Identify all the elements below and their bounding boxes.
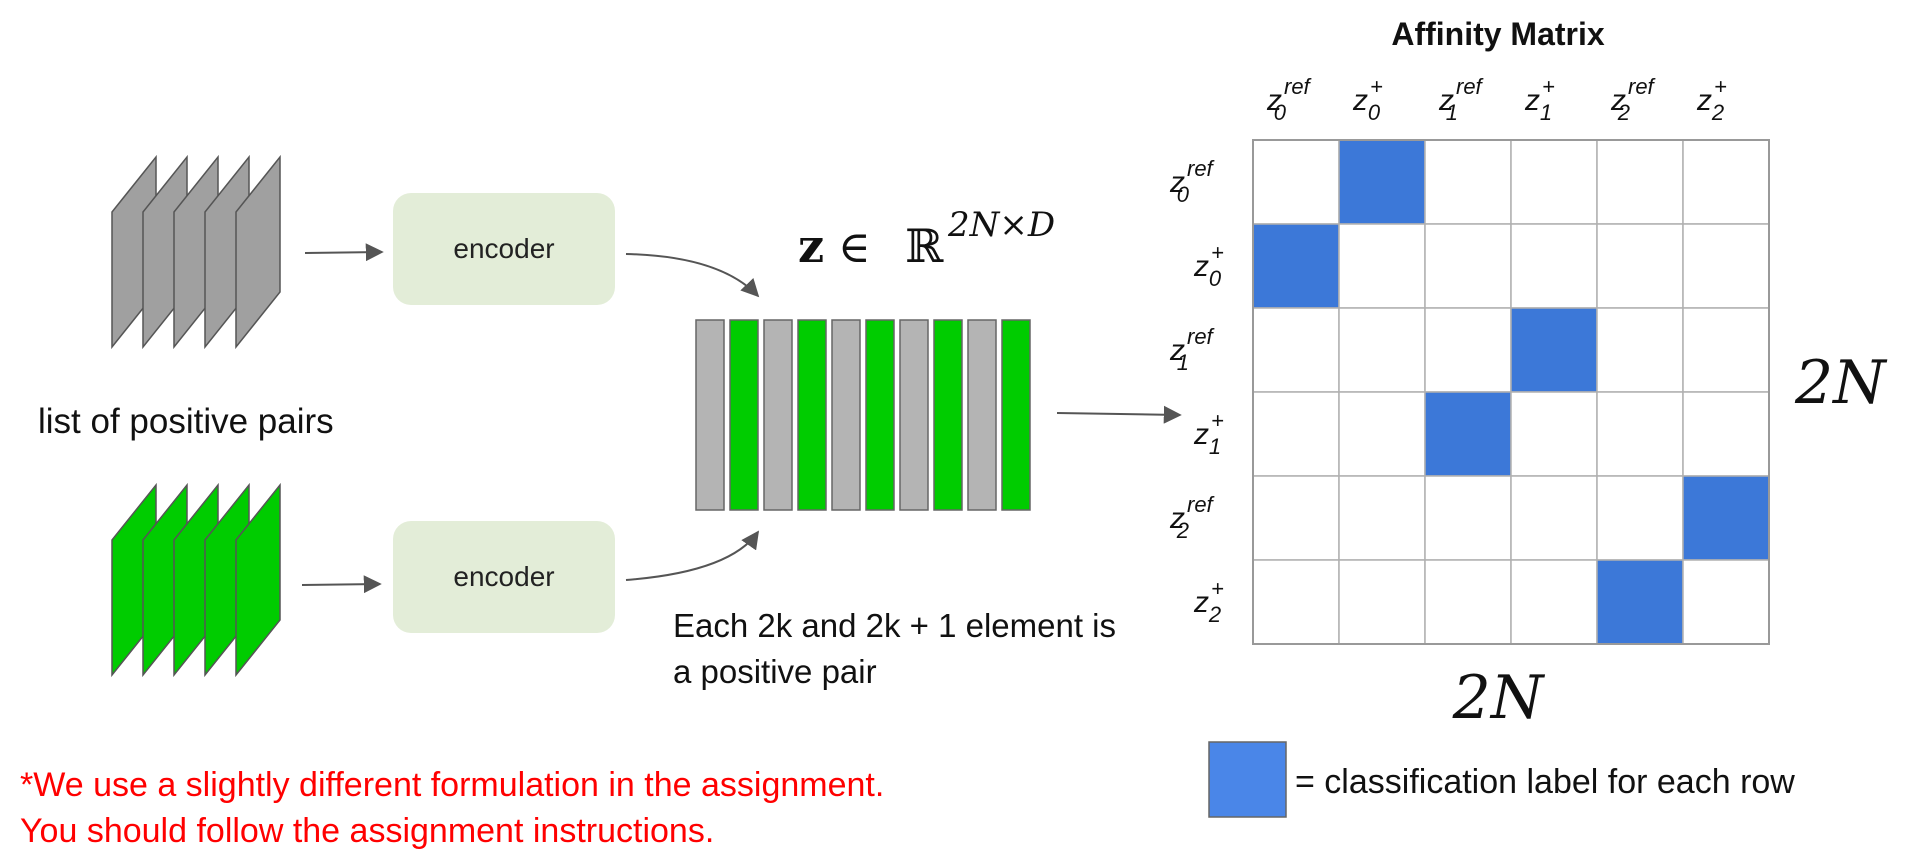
arrow-encoder-top-to-embedding (625, 253, 760, 298)
formula-exponent: 2N×D (947, 205, 1055, 245)
matrix-cell (1682, 139, 1770, 225)
embedding-caption-line1: Each 2k and 2k + 1 element is (673, 607, 1116, 644)
encoder-bottom: encoder (393, 521, 615, 633)
embedding-bar-gray (967, 319, 997, 511)
embedding-bar-green (1001, 319, 1031, 511)
arrow-stack-to-encoder-bottom (301, 575, 382, 594)
matrix-cell-positive (1510, 307, 1598, 393)
encoder-top: encoder (393, 193, 615, 305)
matrix-cell (1510, 475, 1598, 561)
matrix-border (1252, 139, 1770, 645)
matrix-cell (1596, 307, 1684, 393)
matrix-cell-positive (1424, 391, 1512, 477)
embedding-vector-stack (695, 319, 1031, 511)
matrix-cell (1682, 559, 1770, 645)
matrix-cell (1252, 307, 1340, 393)
encoder-top-label: encoder (453, 233, 554, 264)
embedding-bar-green (933, 319, 963, 511)
matrix-title: Affinity Matrix (1391, 16, 1605, 52)
embedding-formula: z ∈ ℝ 2N×D (798, 205, 1055, 273)
affinity-matrix (1252, 139, 1770, 645)
matrix-cell (1510, 223, 1598, 309)
column-label: z+0 (1352, 74, 1383, 125)
matrix-cell (1252, 475, 1340, 561)
legend: = classification label for each row (1208, 741, 1795, 818)
column-label: z+1 (1524, 74, 1555, 125)
legend-swatch (1208, 741, 1287, 818)
formula-real-set: ℝ (905, 219, 944, 273)
embedding-bar-green (797, 319, 827, 511)
arrow-encoder-bottom-to-embedding (625, 530, 760, 581)
matrix-cell (1338, 559, 1426, 645)
matrix-cell-positive (1682, 475, 1770, 561)
matrix-cell (1510, 139, 1598, 225)
matrix-cell (1252, 391, 1340, 477)
matrix-cell (1596, 139, 1684, 225)
matrix-cell (1424, 139, 1512, 225)
matrix-cell (1424, 475, 1512, 561)
arrow-embedding-to-matrix (1056, 405, 1182, 424)
embedding-caption-line2: a positive pair (673, 653, 877, 690)
formula-element-of: ∈ (838, 222, 871, 273)
encoder-bottom-label: encoder (453, 561, 554, 592)
legend-text: = classification label for each row (1295, 763, 1795, 801)
row-label: z+2 (1193, 576, 1224, 627)
matrix-cell (1252, 139, 1340, 225)
assignment-note-line2: You should follow the assignment instruc… (20, 812, 714, 850)
arrow-stack-to-encoder-top (304, 243, 384, 262)
matrix-cell (1682, 223, 1770, 309)
assignment-note-line1: *We use a slightly different formulation… (20, 766, 884, 804)
matrix-cell (1596, 475, 1684, 561)
matrix-cell (1424, 307, 1512, 393)
positive-pairs-caption: list of positive pairs (38, 402, 334, 441)
embedding-bar-green (729, 319, 759, 511)
matrix-cell (1424, 223, 1512, 309)
matrix-cell (1338, 475, 1426, 561)
positive-image-slice (235, 482, 281, 678)
matrix-cols-dimension: 2N (1452, 663, 1546, 733)
matrix-cell (1338, 307, 1426, 393)
column-label: z+2 (1696, 74, 1727, 125)
matrix-cell (1424, 559, 1512, 645)
embedding-bar-gray (831, 319, 861, 511)
embedding-bar-gray (763, 319, 793, 511)
input-stack-reference (111, 154, 281, 350)
reference-image-slice (235, 154, 281, 350)
row-label: z+0 (1193, 240, 1224, 291)
matrix-cell (1682, 307, 1770, 393)
matrix-cell-positive (1252, 223, 1340, 309)
matrix-cell (1510, 559, 1598, 645)
matrix-cell (1596, 391, 1684, 477)
matrix-cell (1338, 391, 1426, 477)
matrix-rows-dimension: 2N (1794, 348, 1888, 418)
matrix-cell-positive (1596, 559, 1684, 645)
matrix-cell (1510, 391, 1598, 477)
formula-z: z (798, 219, 824, 273)
matrix-cell (1338, 223, 1426, 309)
matrix-cell-positive (1338, 139, 1426, 225)
matrix-cell (1596, 223, 1684, 309)
matrix-cell (1252, 559, 1340, 645)
matrix-cell (1682, 391, 1770, 477)
row-label: z+1 (1193, 408, 1224, 459)
embedding-bar-gray (695, 319, 725, 511)
input-stack-positive (111, 482, 281, 678)
embedding-bar-gray (899, 319, 929, 511)
embedding-bar-green (865, 319, 895, 511)
